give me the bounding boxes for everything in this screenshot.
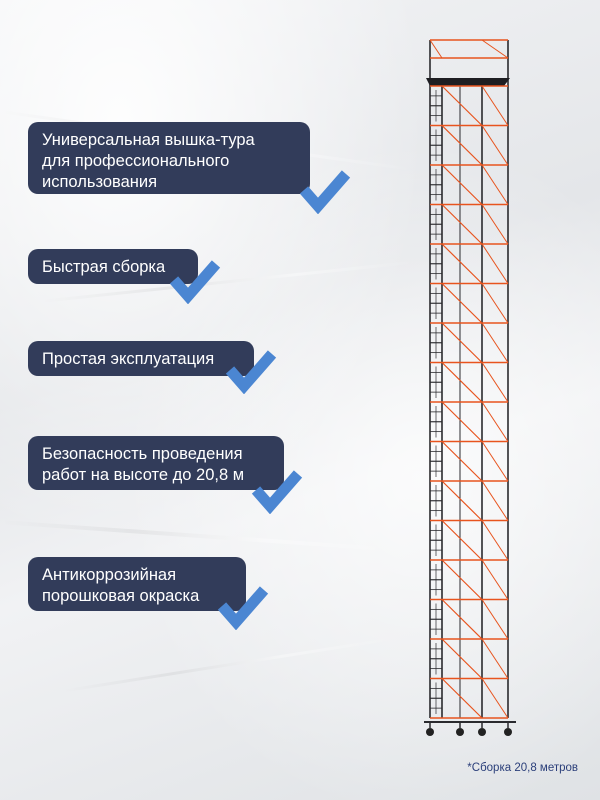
feature-label-universal: Универсальная вышка-тура для профессиона… <box>28 122 310 194</box>
tower-frame <box>424 39 516 736</box>
feature-label-fast-assembly: Быстрая сборка <box>28 249 198 284</box>
scaffold-tower-image <box>424 39 516 736</box>
assembly-height-footnote: *Сборка 20,8 метров <box>467 762 578 774</box>
feature-label-easy-operation: Простая эксплуатация <box>28 341 254 376</box>
check-mark-icon <box>217 586 269 630</box>
check-mark-icon <box>169 260 221 304</box>
check-mark-icon <box>299 170 351 214</box>
feature-label-anticorrosion: Антикоррозийная порошковая окраска <box>28 557 246 611</box>
feature-label-safety: Безопасность проведения работ на высоте … <box>28 436 284 490</box>
check-mark-icon <box>225 350 277 394</box>
check-mark-icon <box>251 470 303 514</box>
